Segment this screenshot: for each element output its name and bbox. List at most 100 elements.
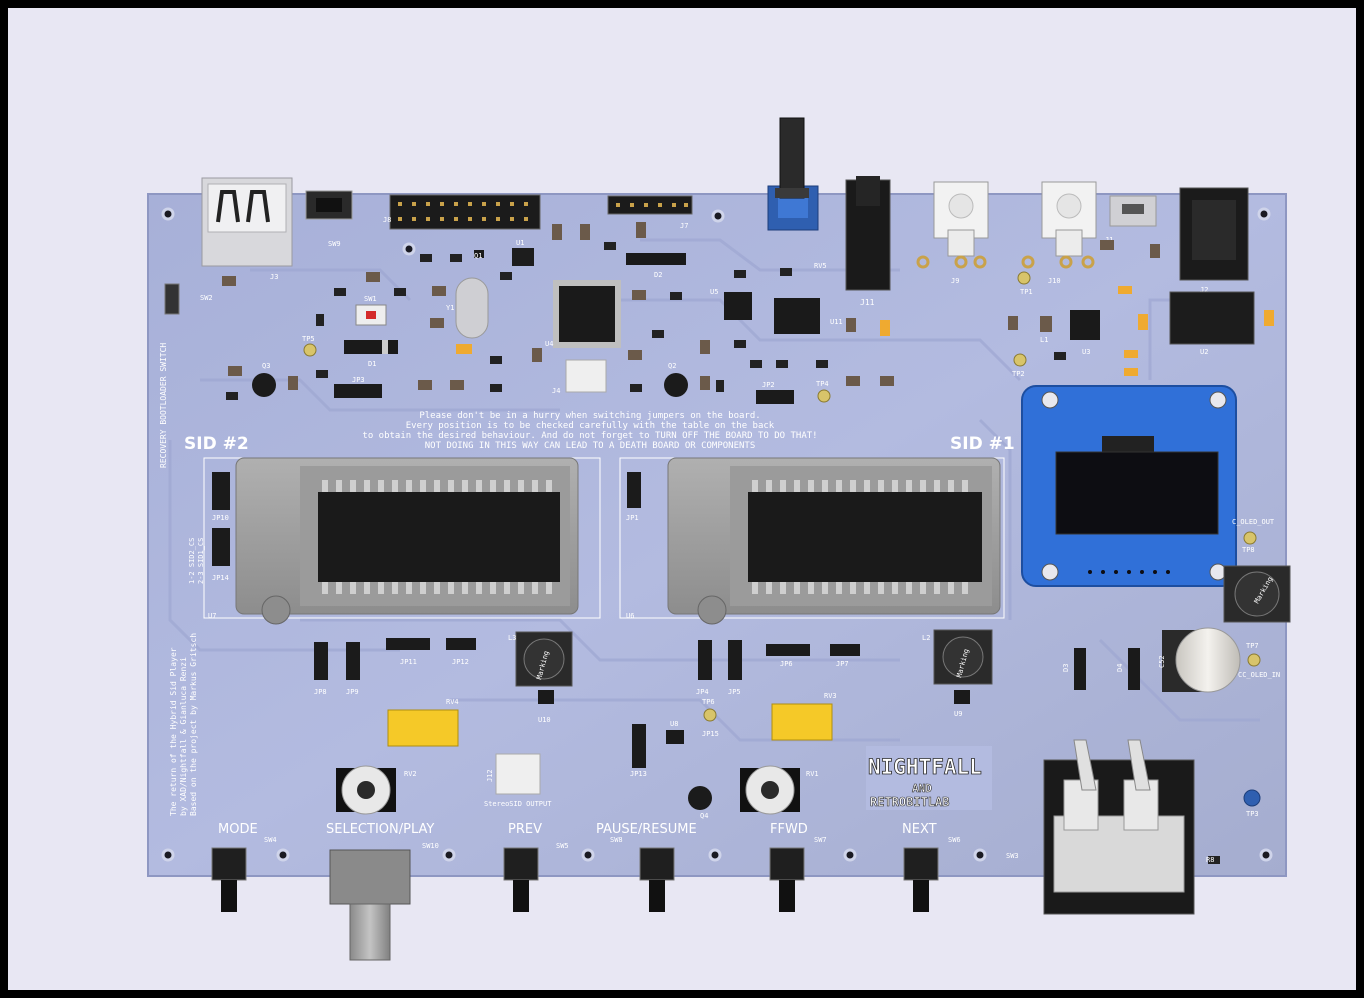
jumper-jp4[interactable]	[698, 640, 712, 680]
ref-rv2: RV2	[404, 770, 417, 778]
jumper-jp2[interactable]	[756, 390, 794, 404]
stereo-out-label: StereoSID OUTPUT	[484, 800, 552, 808]
transistor-q4	[688, 786, 712, 810]
ref-u6: U6	[626, 612, 634, 620]
jumper-jp8[interactable]	[314, 642, 328, 680]
ref-tp7: TP7	[1246, 642, 1259, 650]
ref-j2: J2	[1200, 286, 1208, 294]
inductor-l2	[933, 629, 993, 685]
micro-usb-j1[interactable]	[1109, 195, 1157, 227]
button-pause-resume[interactable]	[639, 847, 675, 912]
button-next[interactable]	[903, 847, 939, 912]
test-points	[303, 271, 1261, 722]
header-j8[interactable]	[389, 194, 541, 230]
ref-d1: D1	[368, 360, 376, 368]
jumper-jp13[interactable]	[632, 724, 646, 768]
button-prev[interactable]	[503, 847, 539, 912]
ref-sw7: SW7	[814, 836, 827, 844]
ic-u8	[666, 730, 684, 744]
encoder-selection-play[interactable]	[329, 849, 411, 961]
ref-tp4: TP4	[816, 380, 829, 388]
ref-j9: J9	[951, 277, 959, 285]
ref-c52: C52	[1158, 655, 1166, 668]
sid1-label: SID #1	[950, 434, 1015, 454]
power-switch-sw3[interactable]	[1043, 739, 1195, 915]
copper-traces	[168, 238, 1260, 742]
jumper-jp1[interactable]	[627, 472, 641, 508]
potentiometer-rv5[interactable]	[767, 117, 819, 231]
ref-jp4: JP4	[696, 688, 709, 696]
ref-q2: Q2	[668, 362, 676, 370]
jumper-jp11[interactable]	[386, 638, 430, 650]
ref-j11: J11	[860, 298, 875, 307]
ref-jp5: JP5	[728, 688, 741, 696]
trimmer-rv4[interactable]	[387, 709, 459, 747]
diode-d3	[1074, 648, 1086, 690]
ref-u1: U1	[516, 239, 524, 247]
ref-rv4: RV4	[446, 698, 459, 706]
credits-line-2: by XAD/Nightfall & Gianluca Renzi	[179, 657, 188, 816]
jumper-jp10[interactable]	[212, 472, 230, 510]
trimmer-rv3[interactable]	[771, 703, 833, 741]
jumper-jp3[interactable]	[334, 384, 382, 398]
ref-l2: L2	[922, 634, 930, 642]
connector-j12[interactable]	[495, 753, 541, 795]
switch-sw9[interactable]	[305, 190, 353, 220]
label-selection-play: SELECTION/PLAY	[326, 822, 434, 837]
credits-line-3: Based on the project by Markus Gritsch	[189, 633, 198, 816]
rca-jack-j10[interactable]	[1021, 181, 1097, 269]
ref-q4: Q4	[700, 812, 708, 820]
ref-sw1: SW1	[364, 295, 377, 303]
usb-a-connector	[201, 177, 293, 267]
ic-u10	[538, 690, 554, 704]
smd-resistors	[226, 242, 1220, 864]
switch-sw2[interactable]	[164, 283, 180, 315]
zif-socket-sid1[interactable]	[667, 457, 1001, 625]
trimmer-rv2[interactable]	[336, 765, 396, 815]
zif-socket-sid2[interactable]	[235, 457, 579, 625]
ref-u11: U11	[830, 318, 843, 326]
label-prev: PREV	[508, 822, 542, 837]
jumper-jp5[interactable]	[728, 640, 742, 680]
ref-sw5: SW5	[556, 842, 569, 850]
ref-jp10: JP10	[212, 514, 229, 522]
ref-rv3: RV3	[824, 692, 837, 700]
ref-jp7: JP7	[836, 660, 849, 668]
connector-j4[interactable]	[565, 359, 607, 393]
ref-d2: D2	[654, 271, 662, 279]
oled-out-label: C_OLED_OUT	[1232, 518, 1275, 526]
ref-jp3: JP3	[352, 376, 365, 384]
regulator-u2	[1169, 291, 1255, 345]
header-j7[interactable]	[607, 195, 693, 215]
warning-line-2: Every position is to be checked carefull…	[406, 421, 775, 431]
jumper-jp9[interactable]	[346, 642, 360, 680]
ref-u10: U10	[538, 716, 551, 724]
ref-jp12: JP12	[452, 658, 469, 666]
button-ffwd[interactable]	[769, 847, 805, 912]
ref-jp15: JP15	[702, 730, 719, 738]
label-next: NEXT	[902, 822, 937, 837]
jumper-jp6[interactable]	[766, 644, 810, 656]
test-point-tp3	[1243, 789, 1261, 807]
button-mode[interactable]	[211, 847, 247, 912]
dc-jack-j2[interactable]	[1179, 187, 1249, 281]
ref-sw3: SW3	[1006, 852, 1019, 860]
trimmer-rv1[interactable]	[740, 765, 800, 815]
ref-tp5: TP5	[302, 335, 315, 343]
jumper-jp14[interactable]	[212, 528, 230, 566]
ref-sw9: SW9	[328, 240, 341, 248]
ref-u9: U9	[954, 710, 962, 718]
smd-tantalum	[456, 286, 1274, 376]
ref-tp3: TP3	[1246, 810, 1259, 818]
ref-r8: R8	[1206, 856, 1214, 864]
ref-jp9: JP9	[346, 688, 359, 696]
label-ffwd: FFWD	[770, 822, 808, 837]
rca-jack-j9[interactable]	[916, 181, 989, 269]
ref-tp8: TP8	[1242, 546, 1255, 554]
jumper-jp12[interactable]	[446, 638, 476, 650]
audio-jack-j11[interactable]	[845, 176, 891, 291]
capacitor-c52	[1162, 627, 1241, 693]
ref-u8: U8	[670, 720, 678, 728]
jumper-jp7[interactable]	[830, 644, 860, 656]
crystal-y1	[455, 277, 489, 339]
